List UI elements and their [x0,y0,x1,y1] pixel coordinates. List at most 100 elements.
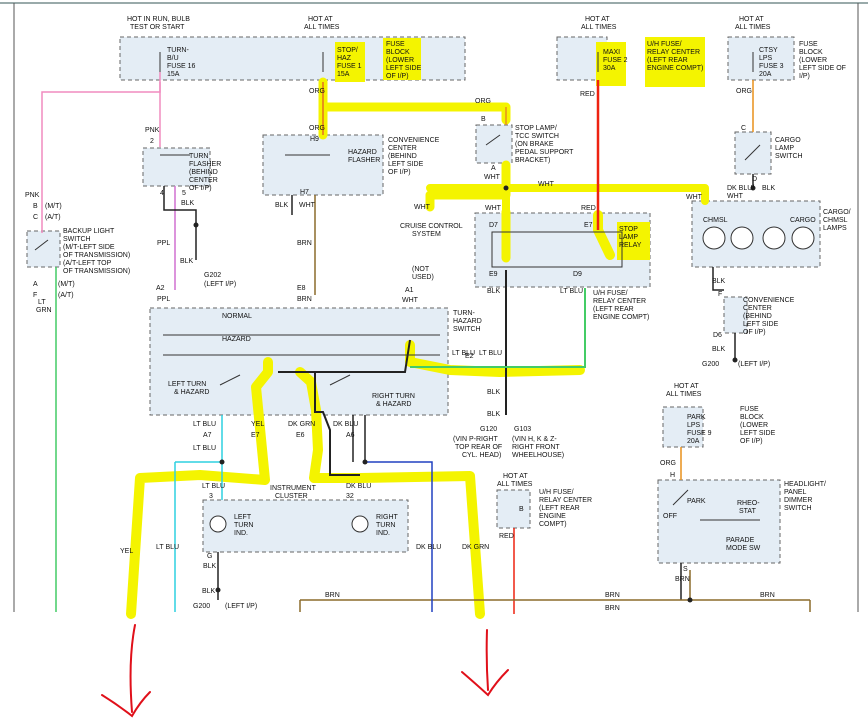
g200-label-a: G200 [702,361,719,368]
headlight-switch-box [657,479,781,564]
pin-f-backup: F [33,292,37,299]
ctsy-fuse-box [727,36,795,81]
wire-brn-6: BRN [760,592,775,599]
pin-h9: H9 [310,136,319,143]
label-at-2: (A/T) [58,292,74,299]
wire-blk-2: BLK [275,202,289,209]
pin-e6: E6 [296,432,305,439]
highlight-stop-fuse [335,42,365,82]
g200-location-b: (LEFT I/P) [225,603,257,610]
uh-fuse-relay-3-box [496,489,531,529]
wire-blk-1: BLK [181,200,195,207]
wire-org-1: ORG [309,88,325,95]
wire-blk-6: BLK [712,278,726,285]
wire-lt-blu-3: LT BLU [479,350,502,357]
wire-brn-4: BRN [325,592,340,599]
pin-e7: E7 [584,222,593,229]
wire-blk-11: BLK [202,588,216,595]
wire-org-5: ORG [660,460,676,467]
pin-2: 2 [150,138,154,145]
right-turn-hazard-label: RIGHT TURN& HAZARD [372,393,415,408]
pin-a6: A6 [346,432,355,439]
wire-dk-blu-bottom: DK BLU [416,544,441,551]
pin-e2: E2 [465,353,474,360]
wire-wht-2: WHT [484,174,501,181]
wire-dk-blu-1: DK BLU [333,421,358,428]
wire-wht-4: WHT [485,205,502,212]
instrument-cluster-box [202,499,409,553]
pin-32: 32 [346,493,354,500]
park-label: PARK [687,498,706,505]
wire-lt-blu-5: LT BLU [193,445,216,452]
wire-ppl-1: PPL [157,240,170,247]
wire-ppl-2: PPL [157,296,170,303]
wire-org-2: ORG [309,125,325,132]
wire-lt-blu-bottom: LT BLU [156,544,179,551]
hazard-label: HAZARD [222,336,251,343]
wire-blk-3: BLK [762,185,776,192]
pin-5: 5 [182,190,186,197]
pin-a: A [491,165,496,172]
wire-dk-grn-bottom: DK GRN [462,544,489,551]
pin-a1: A1 [405,287,414,294]
wire-wht-5: WHT [686,194,703,201]
wire-brn-3: BRN [675,576,690,583]
wire-red-3: RED [499,533,514,540]
wire-wht-a1: WHT [402,297,419,304]
wire-red-2: RED [581,205,596,212]
g120-label: G120 [480,426,497,433]
chmsl-label: CHMSL [703,217,728,224]
wire-dk-blu-2: DK BLU [346,483,371,490]
wire-wht-1: WHT [299,202,316,209]
highlight-maxi [596,42,626,86]
left-turn-hazard-label: LEFT TURN& HAZARD [168,381,209,396]
wire-dk-grn-1: DK GRN [288,421,315,428]
cargo-lamp-switch-box [734,131,772,175]
turn-flasher-box [142,147,211,187]
pin-a2: A2 [156,285,165,292]
wire-blk-9: BLK [487,411,501,418]
pin-c: C [741,125,746,132]
backup-light-switch-box [26,230,61,268]
wire-org-3: ORG [475,98,491,105]
label-at-1: (A/T) [45,214,61,221]
pin-d: D [752,176,757,183]
wire-blk-4: BLK [487,288,501,295]
pin-s: S [683,566,688,573]
pin-d9: D9 [573,271,582,278]
wire-lt-blu-1: LT BLU [560,288,583,295]
label-mt-2: (M/T) [58,281,75,288]
pin-b-uh: B [519,506,524,513]
wire-lt-blu-6: LT BLU [202,483,225,490]
wire-brn-5b: BRN [605,605,620,612]
wire-blk-5: BLK [180,258,194,265]
wire-yel-1: YEL [251,421,264,428]
wire-lt-blu-4: LT BLU [193,421,216,428]
g200-location-a: (LEFT I/P) [738,361,770,368]
pin-h7: H7 [300,189,309,196]
highlight-uh-label [645,37,705,87]
g200-label-b: G200 [193,603,210,610]
pin-d7: D7 [489,222,498,229]
pin-e7b: E7 [251,432,260,439]
wire-lt-blu-2: LT BLU [452,350,475,357]
wire-blk-10: BLK [203,563,217,570]
